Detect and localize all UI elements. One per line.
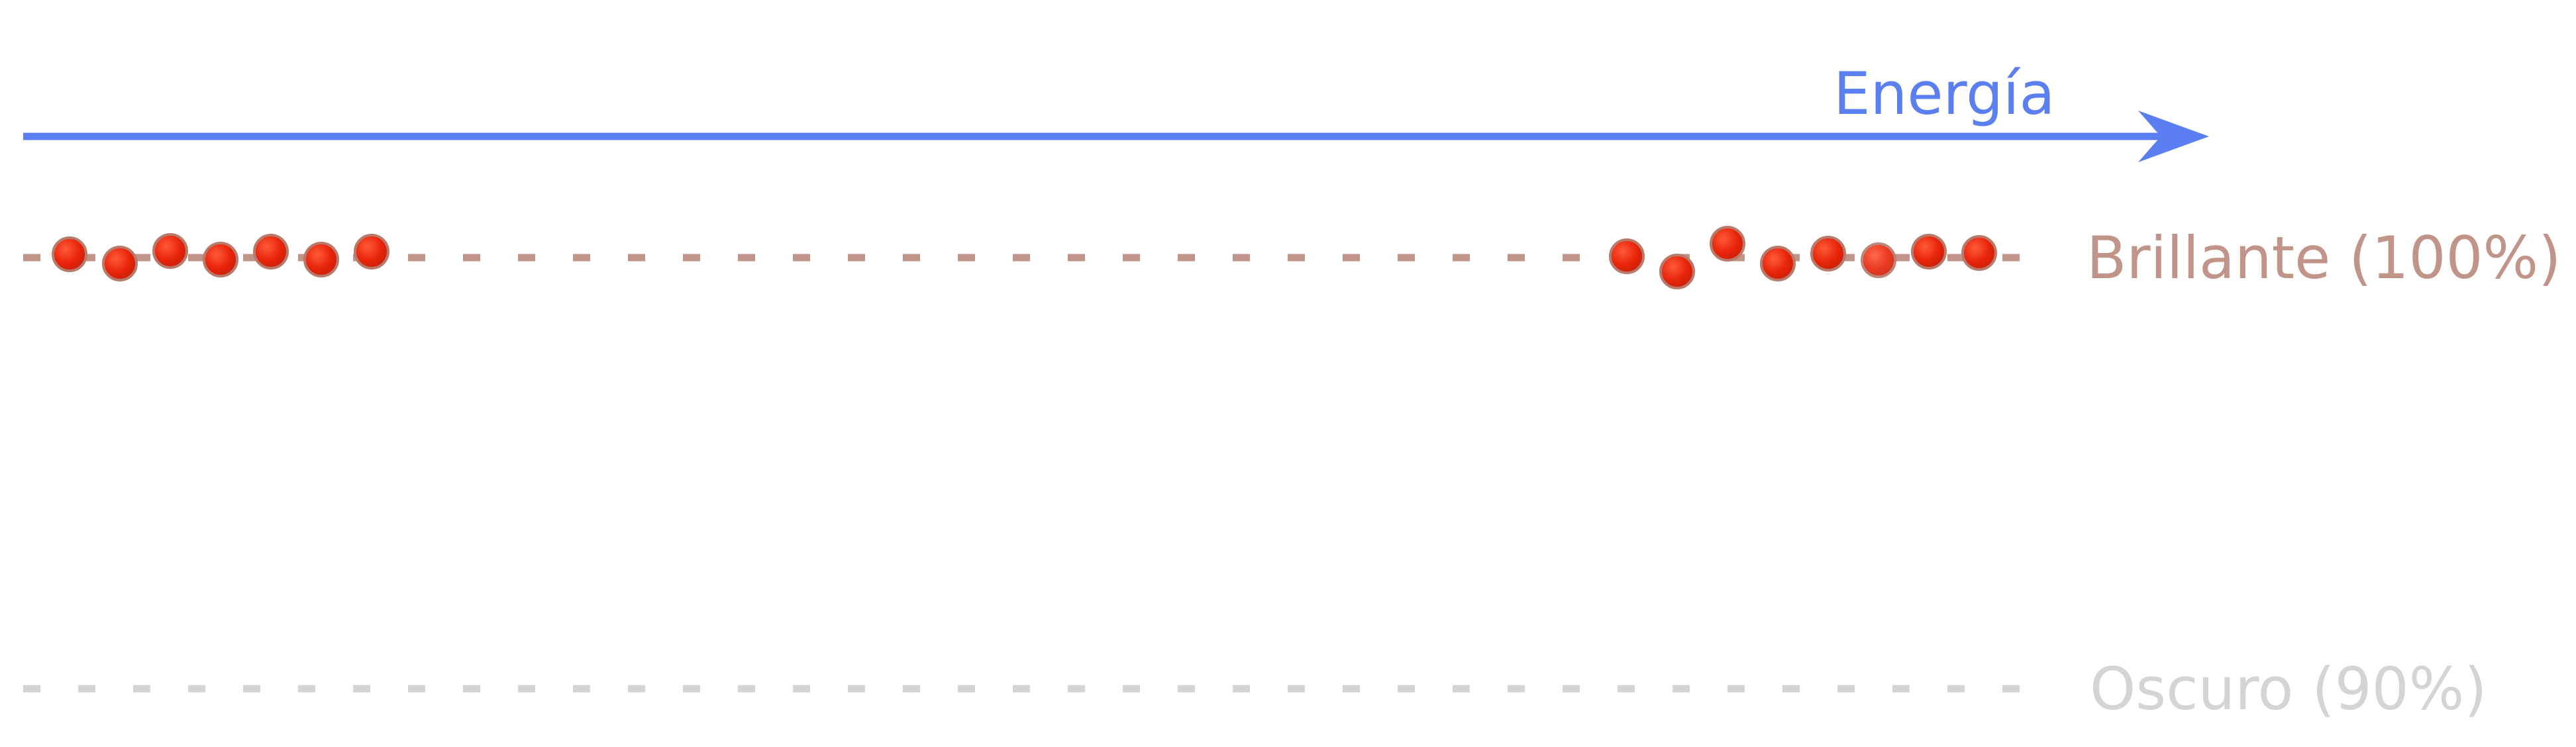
particle [152,233,188,269]
particle [203,242,238,277]
particle [1961,235,1997,271]
arrowhead-icon [2138,111,2209,162]
particle [354,234,389,270]
particle [303,242,339,277]
particle [52,236,87,272]
energy-axis-label: Energía [1833,60,2055,128]
level-bright: Brillante (100%) [23,224,2561,292]
particle [1609,238,1645,274]
particle [253,234,289,270]
particle [1810,236,1846,272]
level-bright-label: Brillante (100%) [2087,224,2561,292]
particle [1861,242,1896,278]
level-dark-label: Oscuro (90%) [2090,655,2487,723]
energy-axis: Energía [23,60,2209,162]
particle [102,246,138,281]
particle [1760,246,1796,281]
level-dark: Oscuro (90%) [23,655,2487,723]
particles-left-group [52,233,389,281]
particle [1659,254,1695,289]
particle [1710,226,1745,262]
particles-right-group [1609,226,1997,289]
particle [1911,234,1947,270]
